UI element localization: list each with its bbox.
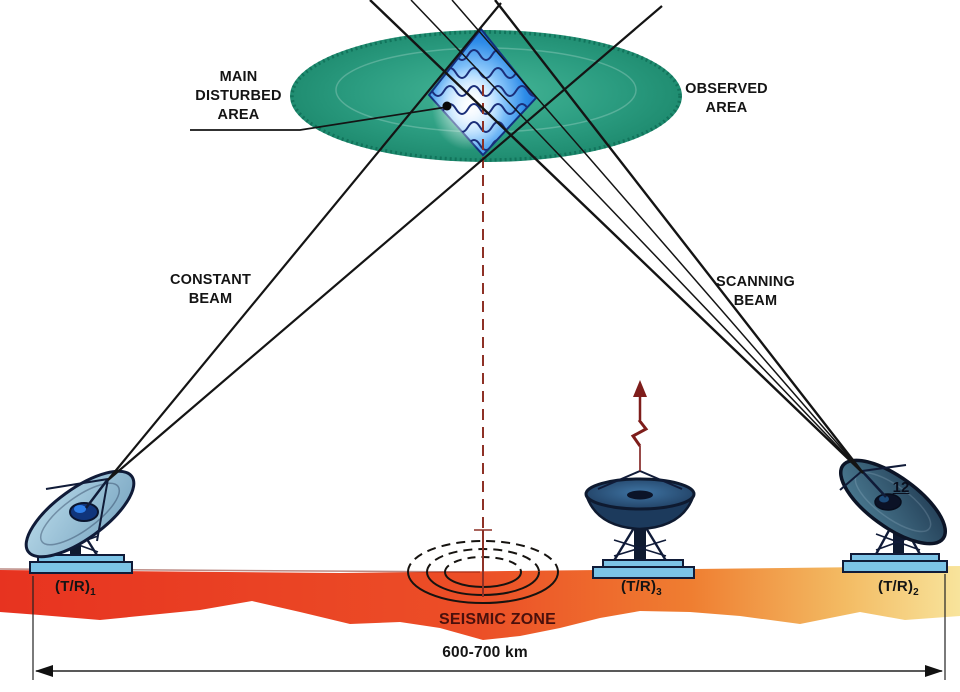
- main-disturbed-leader-line: [190, 106, 448, 131]
- label-scanning-beam: SCANNING BEAM: [716, 274, 795, 310]
- disturbance-point-dot: [442, 101, 452, 111]
- scanning-beam-lines: [369, 0, 864, 474]
- label-distance: 600-700 km: [442, 644, 528, 661]
- label-station-3: (T/R)3: [621, 578, 662, 598]
- label-main-disturbed-area: MAIN DISTURBED AREA: [195, 69, 282, 124]
- distance-dimension: [32, 574, 946, 680]
- label-observed-area: OBSERVED AREA: [685, 81, 768, 117]
- label-constant-beam: CONSTANT BEAM: [169, 272, 252, 308]
- platform-station-1: [29, 554, 133, 574]
- radar-dish-2: [838, 458, 948, 546]
- platform-station-3: [592, 559, 695, 579]
- label-station-2: (T/R)2: [878, 578, 919, 598]
- radar-dish-1: [24, 469, 136, 559]
- label-seismic-zone: SEISMIC ZONE: [438, 611, 557, 628]
- platform-station-2: [842, 553, 948, 573]
- radar-dish-3: [584, 470, 696, 531]
- dish2-mark-12: 12: [892, 479, 910, 496]
- constant-beam-lines: [107, 2, 663, 481]
- emission-lightning-arrow: [630, 380, 649, 471]
- label-station-1: (T/R)1: [55, 578, 96, 598]
